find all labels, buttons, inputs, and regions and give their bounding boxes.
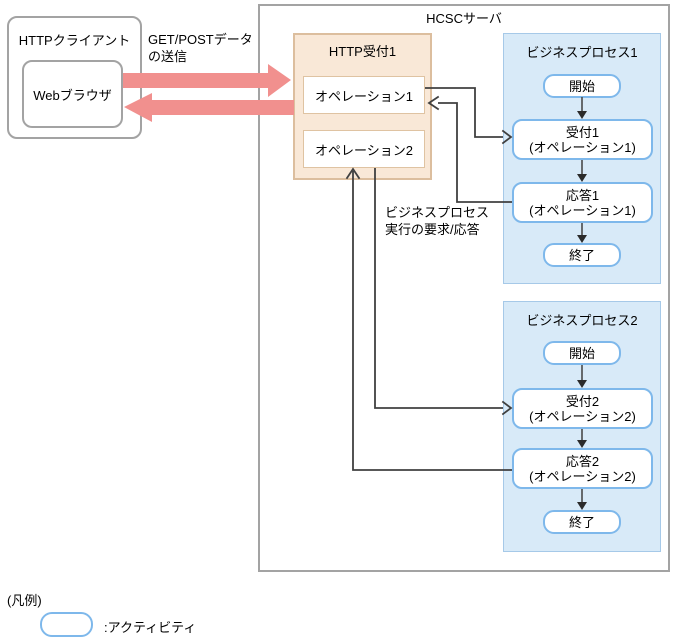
bp1-reply-label-line2: (オペレーション1) (529, 202, 636, 218)
bp2-reply-activity: 応答2 (オペレーション2) (512, 448, 653, 489)
legend-title: (凡例) (7, 593, 42, 608)
business-process1-title: ビジネスプロセス1 (526, 45, 638, 60)
bp2-start-label: 開始 (568, 345, 595, 361)
bp1-receive-activity: 受付1 (オペレーション1) (512, 119, 653, 160)
operation2-box: オペレーション2 (303, 130, 425, 168)
bp1-end-activity: 終了 (543, 243, 621, 267)
bp2-end-activity: 終了 (543, 510, 621, 534)
hcsc-server-title: HCSCサーバ (426, 11, 502, 26)
bp2-receive-label-line1: 受付2 (565, 393, 600, 409)
operation2-label: オペレーション2 (315, 142, 413, 158)
bp2-receive-label-line2: (オペレーション2) (529, 408, 636, 424)
web-browser-box: Webブラウザ (22, 60, 123, 128)
bp-exec-label-line1: ビジネスプロセス (385, 205, 490, 220)
bp1-reply-activity: 応答1 (オペレーション1) (512, 182, 653, 223)
operation1-box: オペレーション1 (303, 76, 425, 114)
bp2-reply-label-line1: 応答2 (565, 453, 600, 469)
bp1-receive-label-line1: 受付1 (565, 124, 600, 140)
bp-exec-label-line2: 実行の要求/応答 (385, 222, 480, 237)
bp2-reply-label-line2: (オペレーション2) (529, 468, 636, 484)
bp1-start-activity: 開始 (543, 74, 621, 98)
business-process2-title: ビジネスプロセス2 (526, 313, 638, 328)
bp1-receive-label-line2: (オペレーション1) (529, 139, 636, 155)
http-reception-title: HTTP受付1 (328, 44, 397, 59)
bp2-end-label: 終了 (568, 514, 595, 530)
bp1-end-label: 終了 (568, 247, 595, 263)
get-post-label-line1: GET/POSTデータ (148, 32, 253, 47)
bp1-start-label: 開始 (568, 78, 595, 94)
operation1-label: オペレーション1 (315, 88, 413, 104)
bp-exec-label: ビジネスプロセス 実行の要求/応答 (385, 204, 489, 238)
get-post-label-line2: の送信 (148, 49, 188, 64)
bp1-reply-label-line1: 応答1 (565, 187, 600, 203)
http-client-title: HTTPクライアント (18, 33, 131, 48)
get-post-label: GET/POSTデータ の送信 (148, 31, 253, 65)
legend-activity-label: :アクティビティ (104, 620, 197, 635)
bp2-receive-activity: 受付2 (オペレーション2) (512, 388, 653, 429)
web-browser-label: Webブラウザ (33, 87, 112, 103)
legend-activity-shape (40, 612, 93, 637)
bp2-start-activity: 開始 (543, 341, 621, 365)
